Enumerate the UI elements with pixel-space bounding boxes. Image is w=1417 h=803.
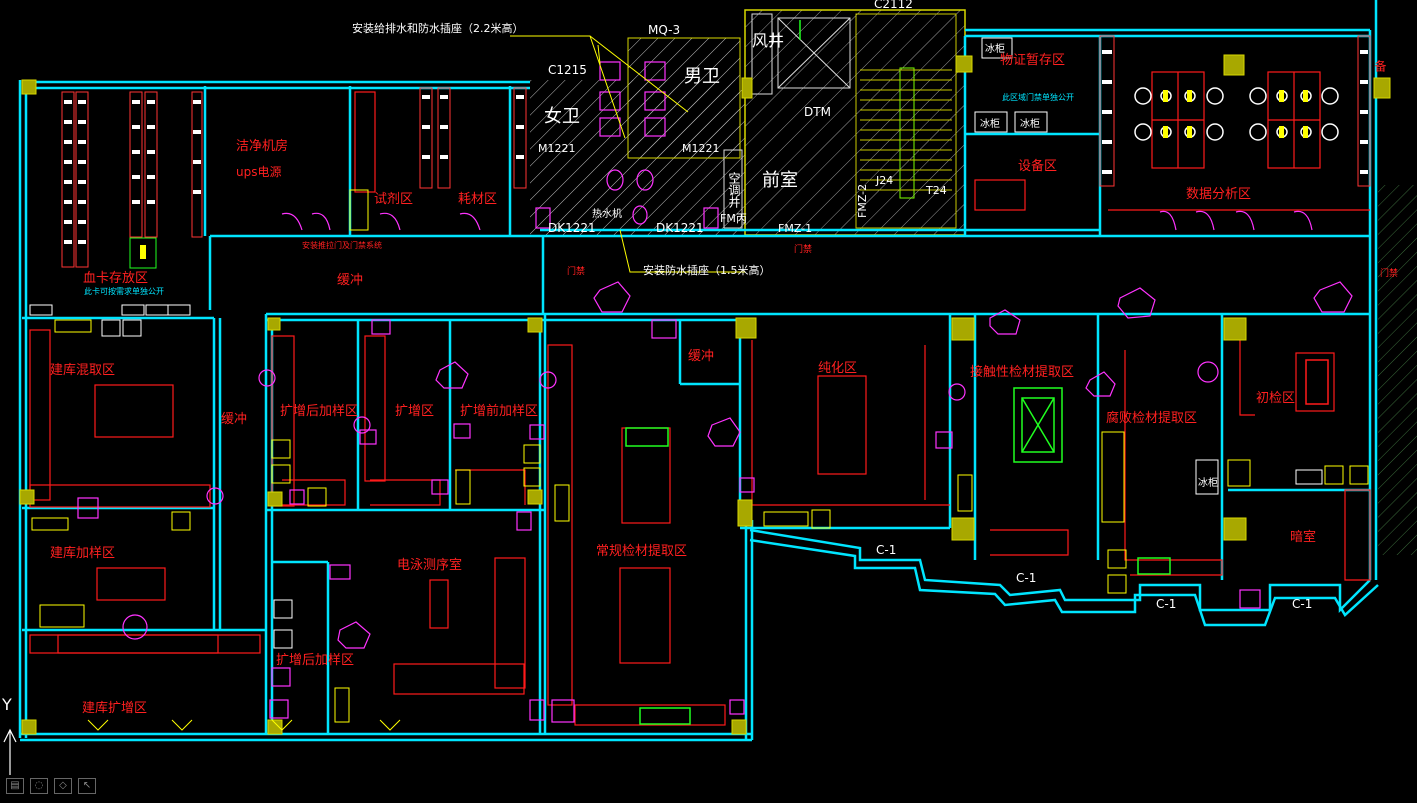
label-darkroom: 暗室 (1290, 529, 1316, 545)
note-menjin-b: 门禁 (794, 243, 812, 255)
annotation-water-socket-top: 安装给排水和防水插座（2.2米高） (352, 21, 524, 35)
code-c1215: C1215 (548, 63, 587, 77)
lasso-icon[interactable]: ◌ (30, 778, 48, 794)
core-labels: 女卫 男卫 风井 前室 空调井 MQ-3 C1215 C2112 M1221 M… (1, 0, 1312, 714)
code-fm: FM丙 (720, 212, 747, 225)
label-female-wc: 女卫 (544, 106, 580, 127)
safety-cabinets (625, 359, 1329, 725)
label-post-amp-add: 扩增后加样区 (280, 404, 358, 419)
label-purify: 纯化区 (818, 361, 857, 376)
label-ac-shaft: 空调井 (727, 172, 741, 209)
room-outlines (29, 71, 1371, 726)
walls (18, 0, 1379, 742)
label-ups: ups电源 (236, 165, 281, 179)
label-routine-extract: 常规检材提取区 (596, 543, 687, 559)
label-amp: 扩增区 (395, 404, 434, 419)
ucs-icon (3, 728, 17, 775)
note-menjin-c: 门禁 (1380, 267, 1398, 279)
fridge-label-1: 冰柜 (980, 117, 1000, 130)
label-sample-storage: 血卡存放区 (83, 271, 148, 286)
code-m1221-a: M1221 (538, 142, 576, 155)
label-buffer-top: 缓冲 (337, 273, 363, 288)
storage-racks (61, 35, 1371, 269)
label-other: 备 (1373, 60, 1387, 73)
code-c2112: C2112 (874, 0, 913, 11)
code-c1-c: C-1 (1156, 597, 1176, 611)
room-labels: 血卡存放区 洁净机房 ups电源 试剂区 耗材区 缓冲 缓冲 缓冲 建库混取区 … (50, 53, 1387, 716)
code-c1-a: C-1 (876, 543, 896, 557)
windows (31, 189, 1251, 731)
code-mq3: MQ-3 (648, 23, 680, 37)
code-water-heater: 热水机 (592, 207, 622, 220)
code-j24: J24 (875, 174, 893, 187)
code-fmz2: FMZ-2 (856, 184, 869, 218)
label-reagent: 试剂区 (374, 192, 413, 207)
lab-equipment (77, 61, 1353, 723)
label-library-amp: 建库扩增区 (82, 700, 147, 716)
tag-icon[interactable]: ◇ (54, 778, 72, 794)
label-buffer-mid: 缓冲 (688, 349, 714, 364)
label-initial-check: 初检区 (1256, 391, 1295, 406)
label-purification: 洁净机房 (236, 138, 288, 154)
label-buffer-left: 缓冲 (221, 412, 247, 427)
small-notes: 安装推拉门及门禁系统 此卡可按需求单独公开 此区域门禁单独公开 门禁 门禁 门禁 (84, 92, 1398, 296)
label-post-amp-add-2: 扩增后加样区 (276, 653, 354, 668)
code-m1221-b: M1221 (682, 142, 720, 155)
code-t24: T24 (925, 184, 947, 197)
code-fmz1: FMZ-1 (778, 222, 812, 235)
label-decay-extract: 腐败检材提取区 (1106, 410, 1197, 426)
ucs-y: Y (1, 695, 12, 714)
label-wind-shaft: 风井 (752, 31, 784, 50)
structural-columns (19, 54, 1391, 735)
code-dk1221-b: DK1221 (656, 221, 704, 235)
code-c1-d: C-1 (1292, 597, 1312, 611)
label-electrophoresis: 电泳测序室 (397, 557, 462, 573)
annotation-water-socket-bottom: 安装防水插座（1.5米高） (643, 263, 771, 277)
label-male-wc: 男卫 (684, 66, 720, 87)
cursor-icon[interactable]: ↖ (78, 778, 96, 794)
note-door: 安装推拉门及门禁系统 (302, 240, 382, 250)
label-library-mix: 建库混取区 (50, 362, 115, 378)
fridge-label-2: 冰柜 (1020, 117, 1040, 130)
label-front-room: 前室 (762, 170, 798, 191)
status-toolbar: ▤ ◌ ◇ ↖ (6, 778, 96, 798)
fridge-label-3: 冰柜 (1198, 476, 1218, 489)
note-sample: 此卡可按需求单独公开 (84, 286, 164, 296)
fridges (29, 37, 1369, 649)
grid-icon[interactable]: ▤ (6, 778, 24, 794)
label-trace-extract: 接触性检材提取区 (970, 364, 1074, 380)
fridge-label-evidence: 冰柜 (985, 42, 1005, 55)
label-equipment: 设备区 (1018, 158, 1057, 174)
note-evidence: 此区域门禁单独公开 (1002, 92, 1074, 102)
leader-lines (510, 35, 745, 273)
label-library-add: 建库加样区 (50, 545, 115, 561)
label-evidence: 物证暂存区 (1000, 53, 1065, 68)
label-data-analysis: 数据分析区 (1186, 187, 1251, 202)
code-c1-b: C-1 (1016, 571, 1036, 585)
label-pre-amp-add: 扩增前加样区 (460, 403, 538, 419)
code-dtm: DTM (804, 105, 831, 119)
code-dk1221-a: DK1221 (548, 221, 596, 235)
service-core (530, 9, 1417, 555)
label-consumables: 耗材区 (458, 192, 497, 207)
note-menjin-a: 门禁 (567, 265, 585, 277)
